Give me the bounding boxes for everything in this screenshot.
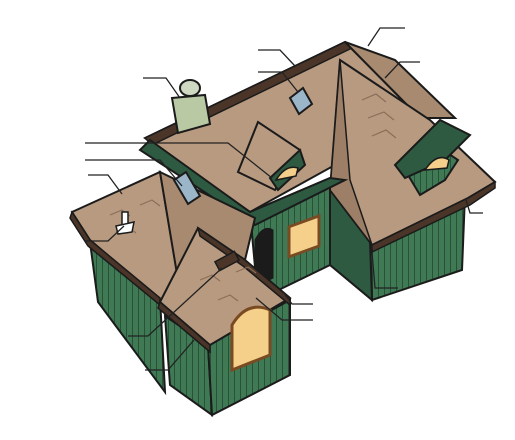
- chimney-vent-cap: [179, 79, 201, 97]
- callout-valley: [128, 267, 223, 337]
- callout-downspout: [371, 251, 398, 289]
- callout-gable-vent: [255, 297, 313, 321]
- center-roof-front: [138, 138, 349, 227]
- front-bay-roof-edge: [196, 226, 291, 307]
- right-wing-shingle-marks: [361, 93, 397, 139]
- callout-hip-right: [384, 61, 420, 79]
- chimney-vent: [170, 79, 212, 135]
- callout-ridge-right: [367, 27, 405, 47]
- callout-ridge-vent-top: [258, 49, 296, 67]
- callout-skylight-top: [258, 71, 299, 93]
- callout-skylight-left: [85, 159, 183, 187]
- callout-chimney-vent: [143, 77, 181, 99]
- pipe-vent: [115, 211, 135, 235]
- main-roof-right-hip: [344, 41, 458, 119]
- callout-rake: [283, 292, 313, 305]
- right-dormer-roof: [393, 118, 472, 180]
- callout-hip-left: [88, 174, 123, 195]
- callout-lines: [85, 27, 483, 371]
- skylight-top: [288, 86, 314, 116]
- gable-vent: [213, 250, 241, 272]
- back-dormer-window: [274, 166, 299, 182]
- skylight-left: [172, 170, 202, 206]
- callout-gutter-right: [465, 199, 483, 214]
- center-wall: [138, 138, 349, 302]
- front-gable-bay: [157, 226, 292, 418]
- center-window: [287, 213, 321, 259]
- front-bay-shingle-marks: [199, 266, 257, 302]
- right-dormer: [393, 118, 472, 197]
- right-dormer-window: [423, 156, 450, 171]
- back-dormer: [236, 120, 307, 192]
- callout-eave: [145, 339, 195, 371]
- callout-pipe-vent: [85, 225, 125, 242]
- callout-dormer-back: [85, 142, 273, 179]
